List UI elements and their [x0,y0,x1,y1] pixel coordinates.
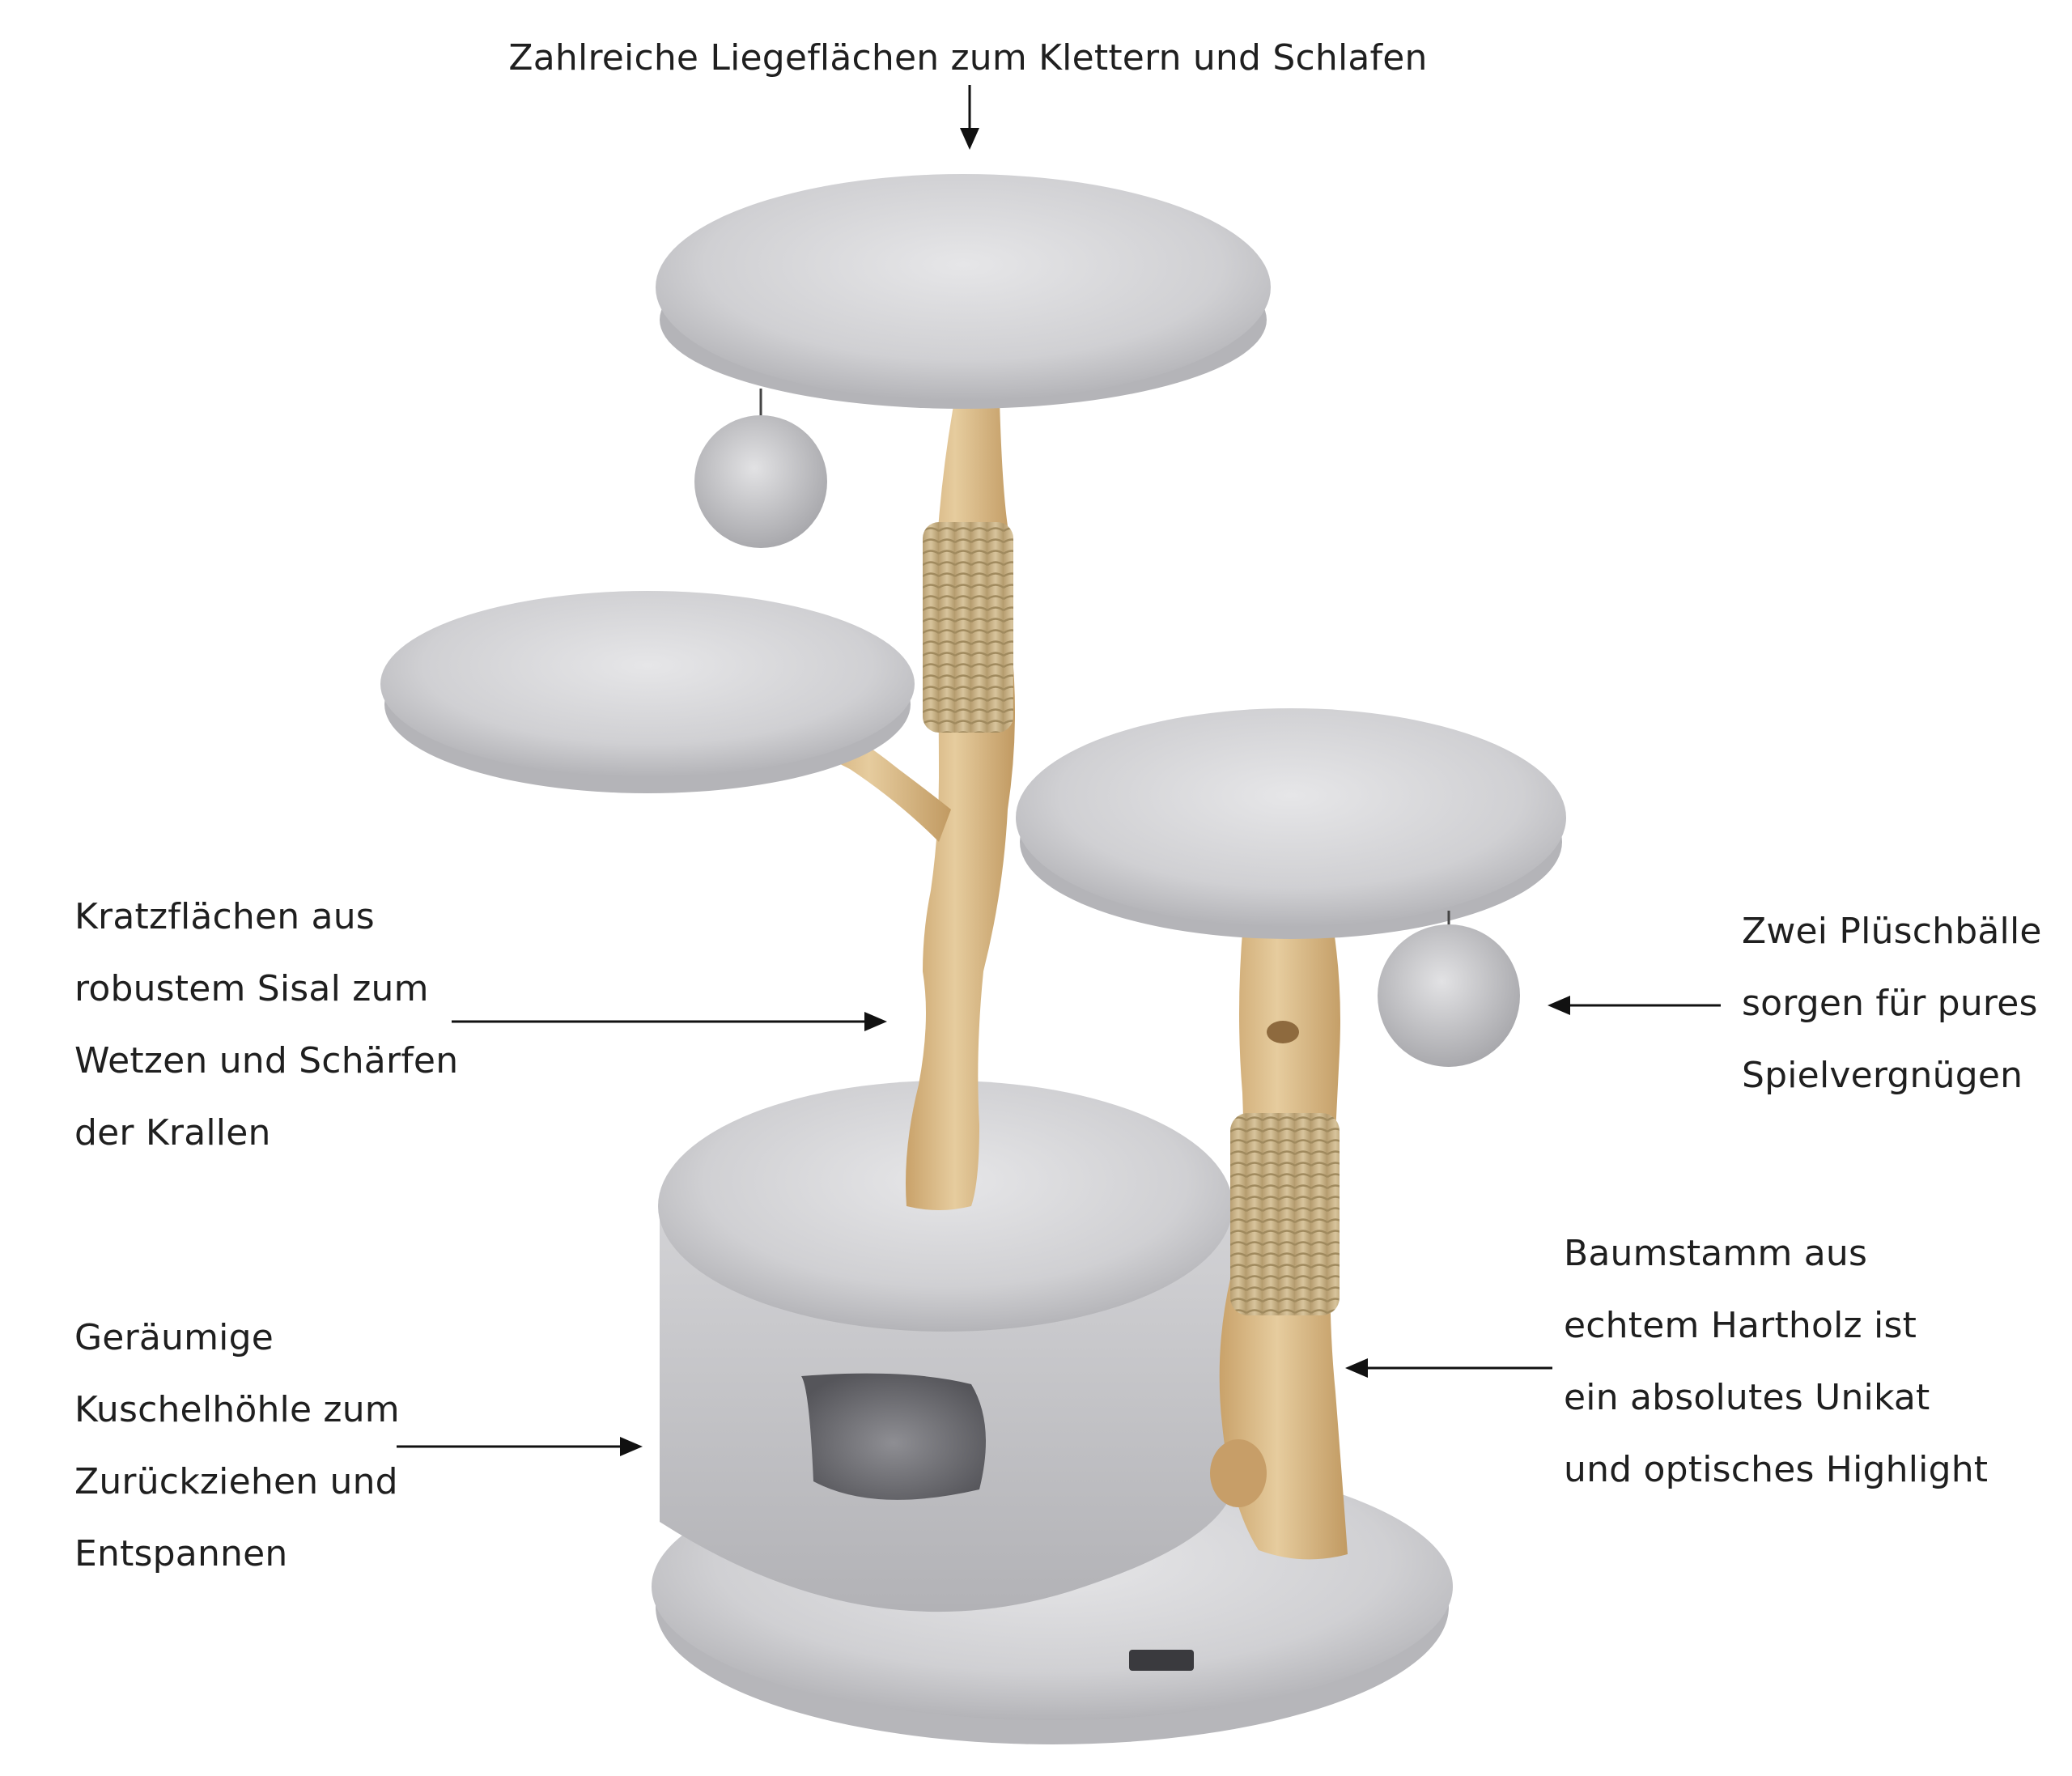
sisal-wrap-main [923,522,1013,733]
scratch-annotation-line: der Krallen [74,1112,271,1154]
cave-annotation: Geräumige Kuschelhöhle zum Zurückziehen … [74,1302,400,1590]
scratch-annotation: Kratzflächen aus robustem Sisal zum Wetz… [74,881,458,1169]
cave-opening [801,1373,986,1500]
arrow-left-icon [1548,996,1721,1015]
balls-annotation-line: sorgen für pures [1742,983,2038,1024]
trunk-annotation-line: echtem Hartholz ist [1564,1305,1917,1346]
right-lounge-platform [1016,708,1566,939]
trunk-annotation-line: Baumstamm aus [1564,1233,1868,1274]
trunk-annotation: Baumstamm aus echtem Hartholz ist ein ab… [1564,1217,1988,1506]
cave-annotation-line: Kuschelhöhle zum [74,1389,400,1430]
balls-annotation-line: Zwei Plüschbälle [1742,911,2042,952]
arrow-right-icon [452,1012,887,1031]
plush-ball-right [1378,911,1520,1067]
plush-ball-left [694,389,827,548]
balls-annotation-line: Spielvergnügen [1742,1055,2023,1096]
scratch-annotation-line: Kratzflächen aus [74,896,375,937]
sisal-wrap-right [1230,1113,1340,1315]
top-annotation: Zahlreiche Liegeflächen zum Klettern und… [0,23,1936,94]
arrow-left-icon [1345,1358,1552,1378]
scratch-annotation-line: robustem Sisal zum [74,968,429,1009]
right-trunk [1210,890,1348,1560]
top-annotation-text: Zahlreiche Liegeflächen zum Klettern und… [508,37,1428,79]
top-lounge-platform [656,174,1271,409]
trunk-annotation-line: und optisches Highlight [1564,1449,1989,1490]
scratch-annotation-line: Wetzen und Schärfen [74,1040,459,1081]
balls-annotation: Zwei Plüschbälle sorgen für pures Spielv… [1742,895,2042,1111]
brand-tag [1129,1650,1194,1671]
cave-annotation-line: Entspannen [74,1533,288,1574]
cave-annotation-line: Zurückziehen und [74,1461,398,1502]
cave-annotation-line: Geräumige [74,1317,274,1358]
left-lounge-platform [380,591,915,793]
arrow-right-icon [397,1437,643,1456]
trunk-annotation-line: ein absolutes Unikat [1564,1377,1930,1418]
arrow-down-icon [960,85,979,150]
